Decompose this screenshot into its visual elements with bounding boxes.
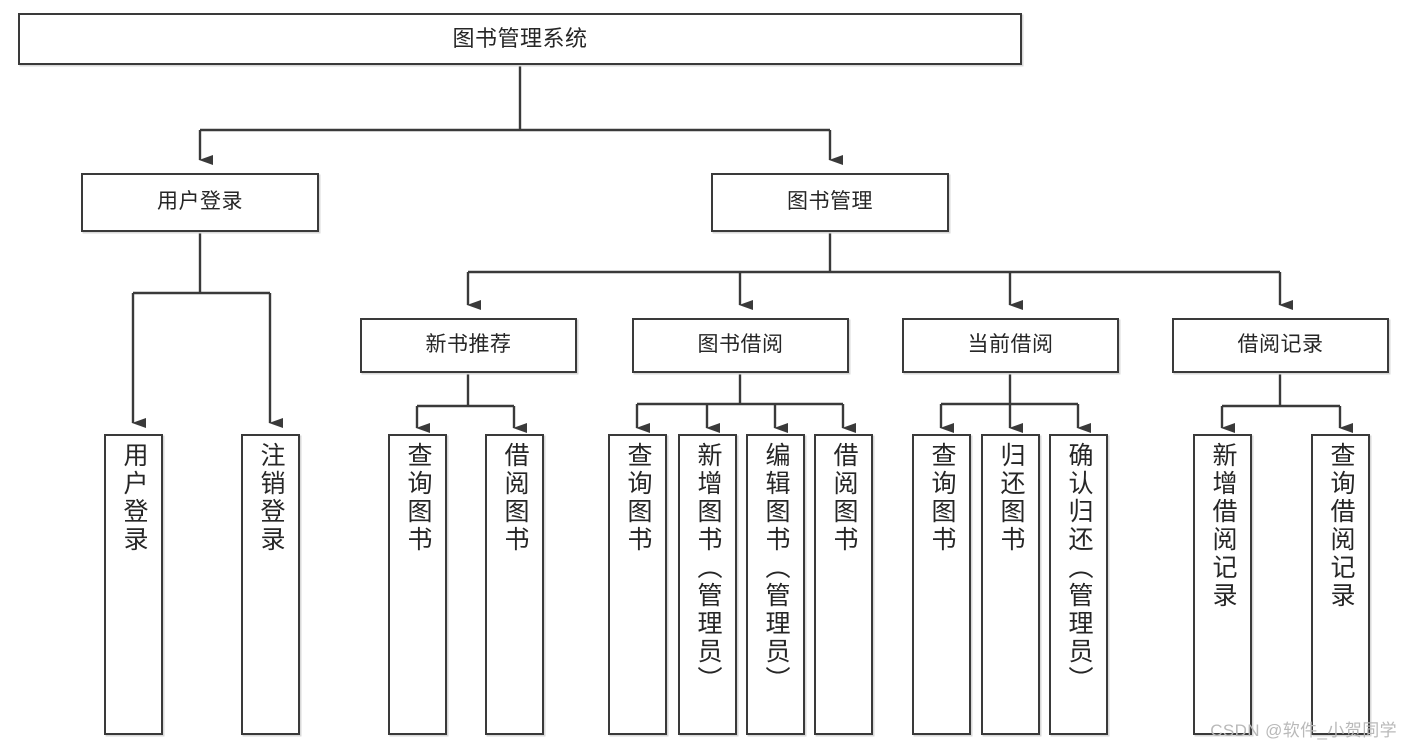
leaf-query-book-borrow[interactable]: 查询图书 [608,434,667,735]
node-label: 图书管理系统 [452,26,588,52]
leaf-query-book-current[interactable]: 查询图书 [912,434,971,735]
node-label: 查询借阅记录 [1327,442,1355,610]
node-label: 查询图书 [624,442,652,554]
node-label: 查询图书 [404,442,432,554]
leaf-add-book-admin[interactable]: 新增图书（管理员） [678,434,737,735]
node-label: 查询图书 [928,442,956,554]
node-label: 编辑图书（管理员） [762,442,790,694]
leaf-borrow-book-recommend[interactable]: 借阅图书 [485,434,544,735]
node-label: 图书管理 [787,190,873,214]
node-book-management[interactable]: 图书管理 [711,173,949,232]
node-label: 当前借阅 [967,333,1054,357]
node-borrow-record[interactable]: 借阅记录 [1172,318,1389,373]
node-label: 借阅图书 [830,442,858,554]
leaf-return-book[interactable]: 归还图书 [981,434,1040,735]
node-user-login[interactable]: 用户登录 [81,173,319,232]
node-label: 新书推荐 [425,333,512,357]
leaf-confirm-return-admin[interactable]: 确认归还（管理员） [1049,434,1108,735]
node-book-borrow[interactable]: 图书借阅 [632,318,849,373]
leaf-edit-book-admin[interactable]: 编辑图书（管理员） [746,434,805,735]
leaf-logout[interactable]: 注销登录 [241,434,300,735]
node-root-book-management-system[interactable]: 图书管理系统 [18,13,1022,65]
node-label: 用户登录 [157,190,243,214]
node-label: 借阅记录 [1237,333,1324,357]
node-label: 确认归还（管理员） [1065,442,1093,694]
leaf-query-borrow-record[interactable]: 查询借阅记录 [1311,434,1370,735]
node-label: 新增借阅记录 [1209,442,1237,610]
leaf-query-book-recommend[interactable]: 查询图书 [388,434,447,735]
leaf-borrow-book[interactable]: 借阅图书 [814,434,873,735]
node-label: 新增图书（管理员） [694,442,722,694]
leaf-add-borrow-record[interactable]: 新增借阅记录 [1193,434,1252,735]
leaf-user-login[interactable]: 用户登录 [104,434,163,735]
node-label: 用户登录 [120,442,148,554]
node-label: 图书借阅 [697,333,784,357]
node-label: 借阅图书 [501,442,529,554]
node-new-book-recommend[interactable]: 新书推荐 [360,318,577,373]
node-label: 注销登录 [257,442,285,554]
node-current-borrow[interactable]: 当前借阅 [902,318,1119,373]
node-label: 归还图书 [997,442,1025,554]
